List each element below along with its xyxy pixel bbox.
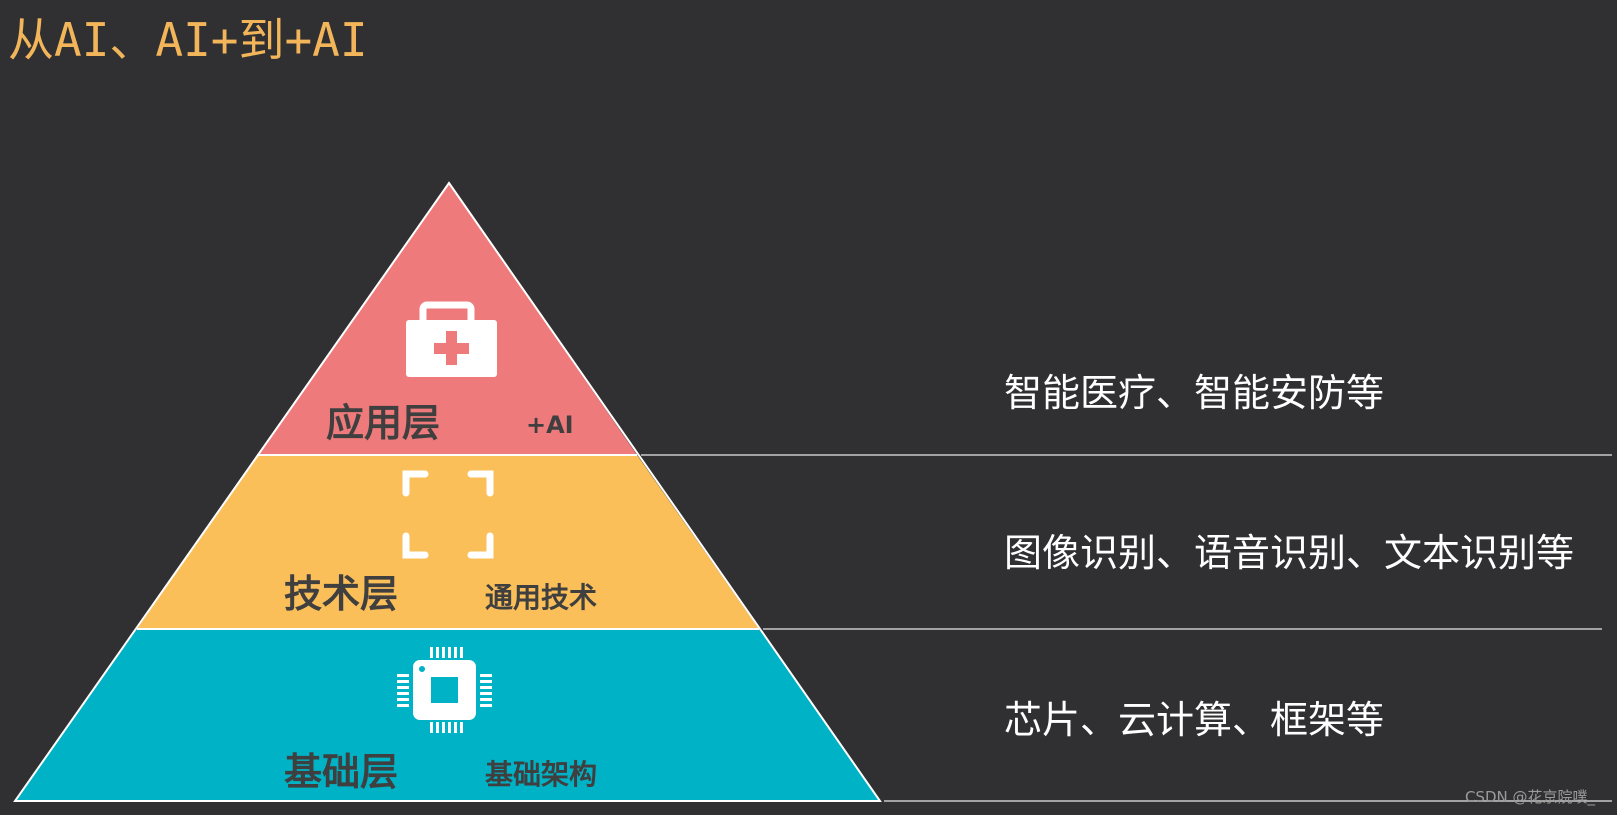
- application-layer-shape: [257, 183, 637, 455]
- application-layer-name: 应用层: [326, 401, 440, 445]
- technology-layer-tag: 通用技术: [485, 581, 597, 614]
- watermark: CSDN @花京院噗_: [1464, 788, 1595, 806]
- application-layer-tag: +AI: [526, 411, 574, 439]
- medical-kit-icon: [406, 301, 497, 377]
- foundation-layer-name: 基础层: [284, 750, 398, 794]
- cpu-chip-icon: [397, 647, 492, 733]
- foundation-layer-description: 芯片、云计算、框架等: [1004, 698, 1385, 742]
- application-layer-description: 智能医疗、智能安防等: [1004, 371, 1385, 415]
- focus-frame-icon: [402, 470, 494, 559]
- pyramid-outline: [13, 181, 882, 802]
- foundation-layer-tag: 基础架构: [485, 758, 597, 791]
- technology-layer-description: 图像识别、语音识别、文本识别等: [1004, 531, 1575, 575]
- technology-layer-shape: [137, 455, 759, 629]
- technology-layer-name: 技术层: [284, 572, 398, 616]
- slide-title: 从AI、AI+到+AI: [8, 13, 368, 67]
